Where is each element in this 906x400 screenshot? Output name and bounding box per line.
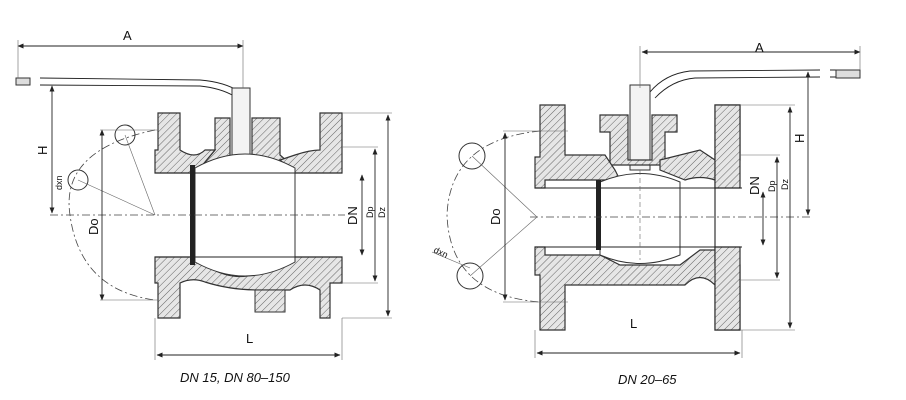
- right-flange: [278, 112, 343, 174]
- dim-label-Dp: Dp: [365, 206, 375, 218]
- dim-label-Dz: Dz: [377, 207, 387, 218]
- dim-label-DN: DN: [345, 206, 360, 225]
- left-view-caption: DN 15, DN 80–150: [180, 370, 291, 385]
- stem: [629, 84, 651, 171]
- left-flange: [534, 104, 621, 189]
- dim-label-H: H: [792, 134, 807, 143]
- bolt-hole-icon: [67, 169, 89, 191]
- handle-lever: [16, 77, 241, 97]
- dim-label-Do: Do: [86, 218, 101, 235]
- dim-label-A: A: [755, 40, 764, 55]
- stem: [231, 87, 251, 161]
- dim-label-L: L: [246, 331, 253, 346]
- dim-label-DN: DN: [747, 176, 762, 195]
- bolt-hole-icon: [456, 262, 484, 290]
- dim-label-dxn: dxn: [432, 245, 449, 260]
- drain-plug: [254, 289, 286, 313]
- dim-label-dxn: dxn: [54, 175, 64, 190]
- bolt-hole-icon: [114, 124, 136, 146]
- handle-lever: [649, 69, 860, 99]
- right-view-caption: DN 20–65: [618, 372, 677, 387]
- dim-label-Dp: Dp: [767, 180, 777, 192]
- dim-label-H: H: [35, 146, 50, 155]
- bolt-hole-icon: [458, 142, 486, 170]
- dim-label-L: L: [630, 316, 637, 331]
- left-valve-view: A H dxn Do DN Dp Dz L DN 15, DN 80–150: [15, 28, 392, 385]
- right-valve-view: A H dxn Do DN Dp Dz L DN 20–65: [431, 40, 861, 387]
- dim-label-Dz: Dz: [780, 179, 790, 190]
- dim-label-Do: Do: [488, 208, 503, 225]
- dim-label-A: A: [123, 28, 132, 43]
